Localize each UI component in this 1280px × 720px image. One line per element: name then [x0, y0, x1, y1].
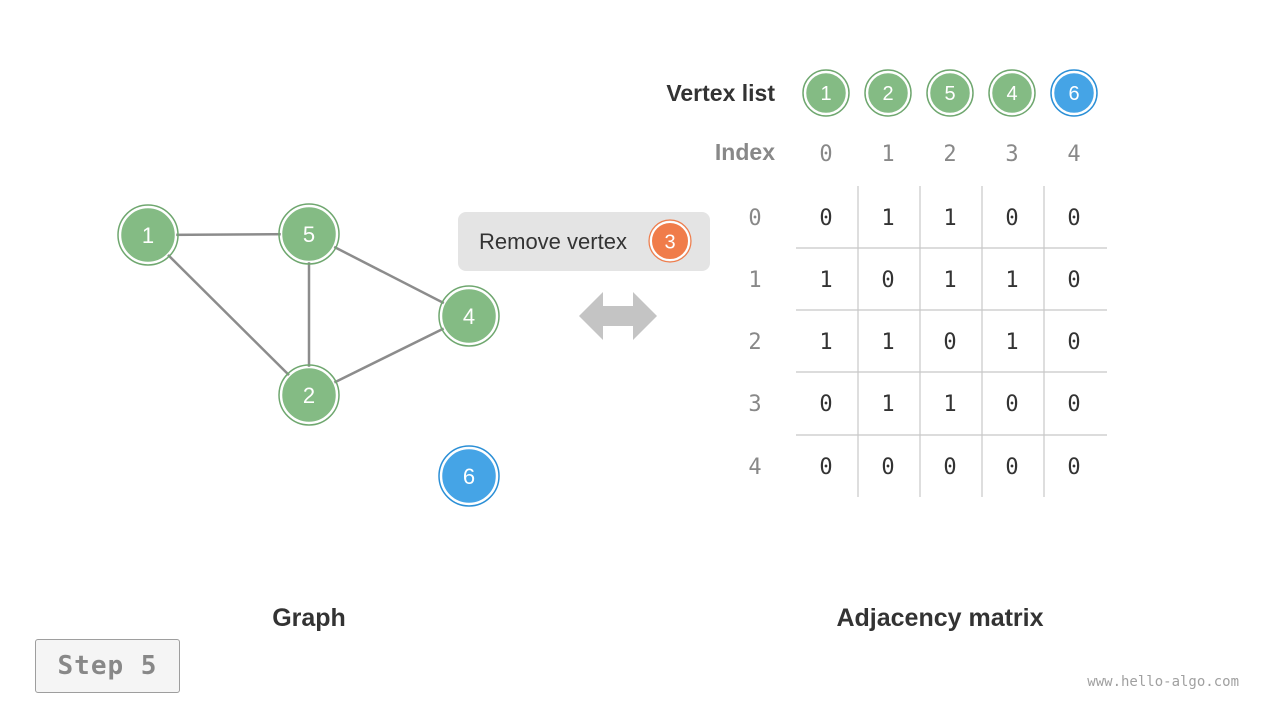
- graph-vertex-2-circle: [280, 366, 338, 424]
- graph-vertex-4-label: 4: [463, 304, 475, 329]
- vertex-list-item-1-circle: [804, 71, 848, 115]
- matrix-cell: 0: [943, 455, 956, 480]
- graph-vertex-6-label: 6: [463, 464, 475, 489]
- watermark: www.hello-algo.com: [1087, 674, 1239, 690]
- matrix-cell: 1: [819, 268, 832, 293]
- graph-vertex-1-circle: [119, 206, 177, 264]
- matrix-grid: [796, 186, 1107, 497]
- column-index: 4: [1067, 142, 1080, 167]
- operation-label-box: [458, 212, 710, 271]
- vertex-list-item-5: 5: [926, 69, 974, 117]
- matrix-cell: 1: [943, 392, 956, 417]
- matrix-cell: 1: [819, 330, 832, 355]
- matrix-cell: 0: [1005, 392, 1018, 417]
- vertex-list-label: Vertex list: [666, 80, 775, 106]
- graph-vertex-6: 6: [438, 445, 500, 507]
- matrix-cell: 0: [819, 206, 832, 231]
- matrix-cell: 0: [1067, 455, 1080, 480]
- matrix-cell: 0: [1005, 455, 1018, 480]
- matrix-caption: Adjacency matrix: [836, 604, 1043, 632]
- edge-1-2: [147, 234, 310, 396]
- operation-badge-number: 3: [664, 232, 675, 254]
- matrix-cell: 0: [881, 455, 894, 480]
- graph-vertex-1-ring: [117, 204, 179, 266]
- graph-vertex-2: 2: [278, 364, 340, 426]
- graph-vertices: 1 5 4 2 6: [117, 203, 500, 507]
- matrix-cell: 0: [943, 330, 956, 355]
- vertex-list-item-1-label: 1: [820, 83, 831, 105]
- matrix-cell: 1: [1005, 330, 1018, 355]
- graph-vertex-1: 1: [117, 204, 179, 266]
- vertex-list-item-5-circle: [928, 71, 972, 115]
- matrix-cell: 1: [881, 392, 894, 417]
- vertex-list-item-2-circle: [866, 71, 910, 115]
- row-index: 4: [748, 455, 761, 480]
- vertex-list-item-2: 2: [864, 69, 912, 117]
- graph-vertex-4-ring: [438, 285, 500, 347]
- vertex-list-item-4-circle: [990, 71, 1034, 115]
- row-index: 3: [748, 392, 761, 417]
- graph-vertex-2-ring: [278, 364, 340, 426]
- row-index: 0: [748, 206, 761, 231]
- matrix-cell: 0: [819, 455, 832, 480]
- graph-vertex-2-label: 2: [303, 383, 315, 408]
- row-index: 2: [748, 330, 761, 355]
- row-index: 1: [748, 268, 761, 293]
- matrix-cell: 0: [1005, 206, 1018, 231]
- matrix-cell: 1: [881, 206, 894, 231]
- step-indicator: Step 5: [35, 639, 180, 693]
- matrix-cell: 0: [881, 268, 894, 293]
- operation-text: Remove vertex: [479, 229, 627, 254]
- graph-vertex-6-circle: [440, 447, 498, 505]
- vertex-list-item-1: 1: [802, 69, 850, 117]
- vertex-list-item-4-ring: [988, 69, 1036, 117]
- matrix-cell: 1: [943, 206, 956, 231]
- graph-vertex-5: 5: [278, 203, 340, 265]
- vertex-list-item-5-label: 5: [944, 83, 955, 105]
- vertex-list-item-1-ring: [802, 69, 850, 117]
- step-label: Step 5: [57, 651, 158, 681]
- vertex-list-item-6: 6: [1050, 69, 1098, 117]
- graph-vertex-1-label: 1: [142, 223, 154, 248]
- column-index: 2: [943, 142, 956, 167]
- matrix-cell: 0: [1067, 268, 1080, 293]
- vertex-list-item-2-label: 2: [882, 83, 893, 105]
- graph-vertex-4: 4: [438, 285, 500, 347]
- vertex-list-item-4: 4: [988, 69, 1036, 117]
- operation-label: Remove vertex 3: [458, 212, 710, 271]
- matrix-cell: 1: [1005, 268, 1018, 293]
- matrix-cell: 1: [943, 268, 956, 293]
- matrix-cell: 0: [819, 392, 832, 417]
- vertex-list-item-4-label: 4: [1006, 83, 1017, 105]
- vertex-list-item-5-ring: [926, 69, 974, 117]
- operation-badge-circle: [650, 221, 690, 261]
- operation-badge-ring: [648, 219, 692, 263]
- column-index: 1: [881, 142, 894, 167]
- graph-vertex-6-ring: [438, 445, 500, 507]
- graph-vertex-5-label: 5: [303, 222, 315, 247]
- matrix-cell: 0: [1067, 392, 1080, 417]
- double-arrow-icon: [579, 292, 657, 340]
- row-indices: 0 1 2 3 4: [748, 206, 761, 480]
- vertex-list-item-6-circle: [1052, 71, 1096, 115]
- matrix-cell: 0: [1067, 206, 1080, 231]
- matrix-cell: 1: [881, 330, 894, 355]
- column-index: 3: [1005, 142, 1018, 167]
- index-label: Index: [715, 139, 775, 165]
- vertex-list-item-2-ring: [864, 69, 912, 117]
- vertex-list-item-6-ring: [1050, 69, 1098, 117]
- graph-vertex-5-ring: [278, 203, 340, 265]
- graph-vertex-5-circle: [280, 205, 338, 263]
- matrix-cell: 0: [1067, 330, 1080, 355]
- column-index: 0: [819, 142, 832, 167]
- vertex-list-item-6-label: 6: [1068, 83, 1079, 105]
- graph-vertex-4-circle: [440, 287, 498, 345]
- graph-caption: Graph: [272, 604, 346, 632]
- vertex-list: 1 2 5 4 6: [802, 69, 1098, 117]
- matrix-cells: 0 1 1 0 0 1 0 1 1 0 1 1 0 1 0 0 1 1 0 0 0 0 0 0 0: [819, 206, 1080, 480]
- column-indices: 0 1 2 3 4: [819, 142, 1080, 167]
